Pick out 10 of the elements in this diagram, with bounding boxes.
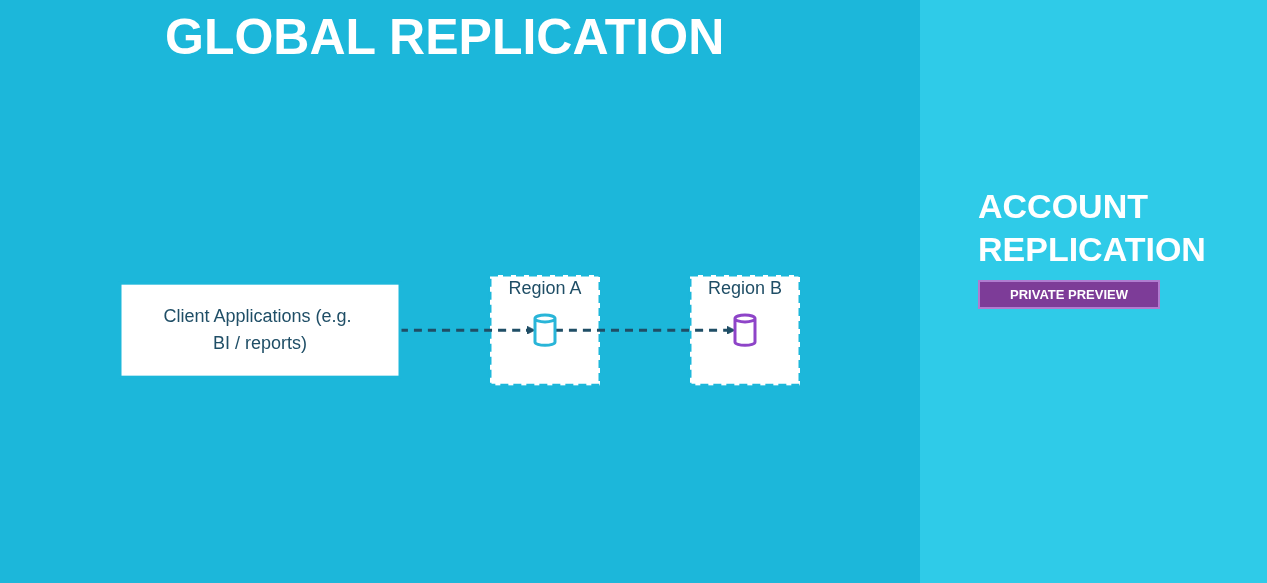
title: GLOBAL REPLICATION	[165, 8, 725, 66]
cluster: Region A	[488, 273, 602, 387]
arrow	[555, 325, 736, 335]
cluster: Region B	[688, 273, 802, 387]
side-heading: ACCOUNT REPLICATION	[978, 186, 1207, 270]
node-cylinder	[533, 313, 557, 347]
node-box: Client Applications (e.g. BI / reports)	[118, 281, 402, 379]
status-badge: PRIVATE PREVIEW	[978, 280, 1160, 309]
node-cylinder	[733, 313, 757, 347]
arrow	[400, 325, 536, 335]
